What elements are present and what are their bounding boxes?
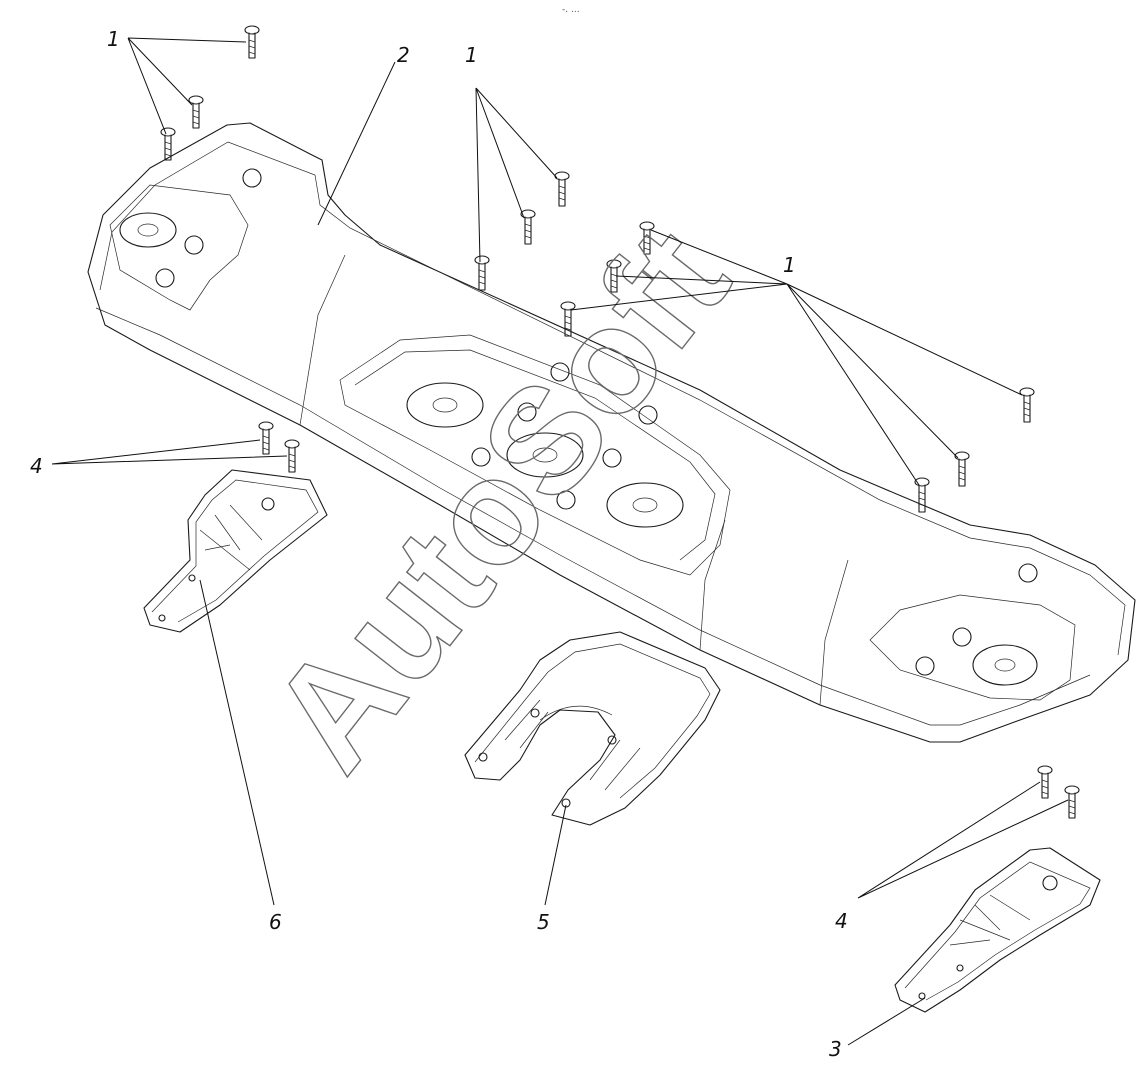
screw [1019,387,1035,423]
mount-hole [471,447,491,467]
mount-boss [606,482,684,528]
screw [954,451,970,487]
mount-boss [506,432,584,478]
callout-4-left: 4 [30,454,43,478]
mount-hole [155,268,175,288]
callout-1-center: 1 [465,43,478,67]
mount-hole [550,362,570,382]
callout-4-right: 4 [835,909,848,933]
screw-set-1 [160,25,1035,513]
screw [244,25,260,59]
center-bracket [464,631,721,826]
screw [914,477,930,513]
callout-5: 5 [537,910,550,934]
header-mark: -. ... [562,5,580,15]
callout-3: 3 [829,1037,842,1061]
screw [560,301,576,337]
mount-hole [602,448,622,468]
screw-set-4 [258,421,1080,819]
screw [606,259,622,293]
screw [1037,765,1053,799]
screw [160,127,176,161]
mount-hole [952,627,972,647]
mount-boss [406,382,484,428]
screw [520,209,536,245]
mount-hole [556,490,576,510]
screw [1064,785,1080,819]
mount-hole [915,656,935,676]
bumper-panel [87,122,1136,743]
screw [474,255,490,291]
callout-2: 2 [397,43,410,67]
callout-1-left: 1 [107,27,120,51]
leader-lines [51,37,1069,1046]
left-bracket [143,469,328,633]
mount-hole [1018,563,1038,583]
mount-hole [242,168,262,188]
mount-hole [638,405,658,425]
screw [554,171,570,207]
callout-6: 6 [269,910,282,934]
mount-hole [517,402,537,422]
right-bracket [894,847,1101,1013]
mount-boss [972,644,1038,686]
mount-boss [119,212,177,248]
mount-hole [184,235,204,255]
screw [258,421,274,455]
screw [639,221,655,255]
screw [284,439,300,473]
screw [188,95,204,129]
callout-1-right: 1 [783,253,796,277]
